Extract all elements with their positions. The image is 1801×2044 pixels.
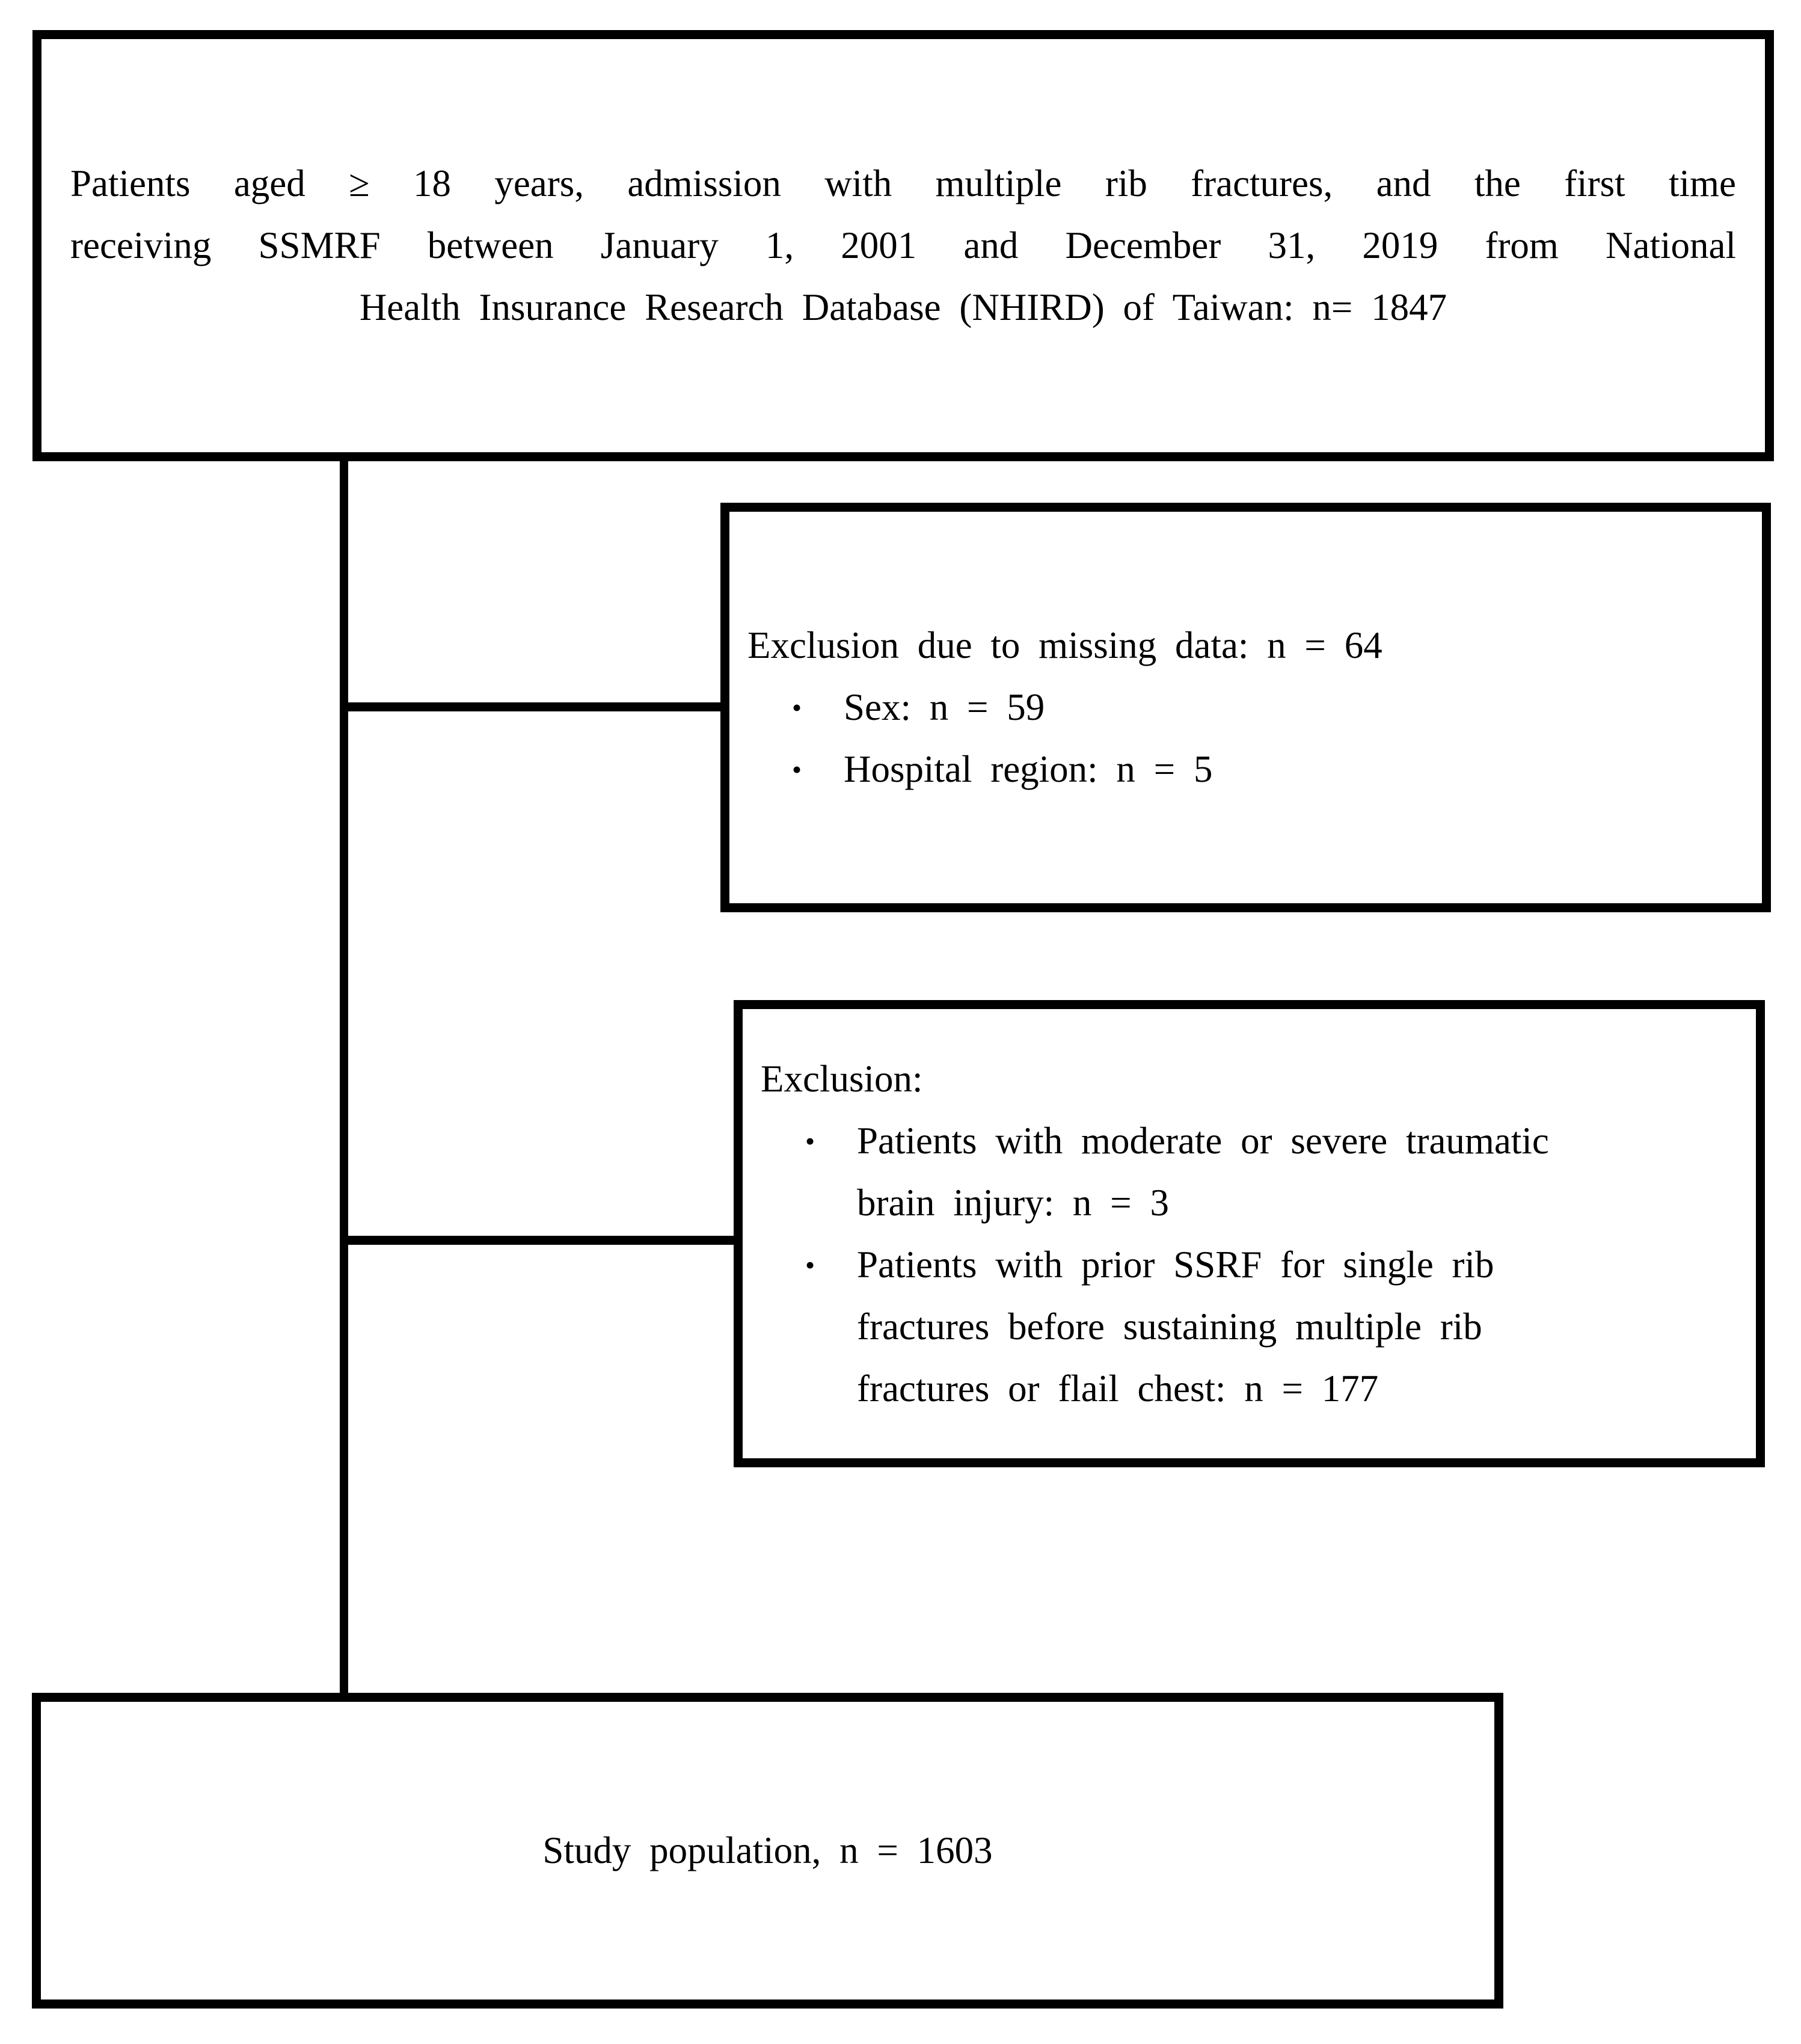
exclusion-item-text-line: fractures before sustaining multiple rib [857, 1305, 1482, 1348]
exclusion-item-text-line: Hospital region: n = 5 [844, 748, 1213, 790]
exclusion-box-clinical: Exclusion: • Patients with moderate or s… [734, 1000, 1765, 1467]
bullet-icon: • [791, 692, 802, 723]
eligibility-text-line: receiving SSMRF between January 1, 2001 … [70, 224, 1736, 266]
exclusion-item-sex: • Sex: n = 59 [747, 677, 1750, 738]
bullet-icon: • [805, 1249, 815, 1280]
connector-line-exclusion-1 [344, 702, 720, 711]
bullet-icon: • [791, 754, 802, 785]
exclusion-item-text-line: Patients with moderate or severe traumat… [857, 1119, 1549, 1162]
spine-vertical-line [340, 461, 348, 1693]
eligibility-text-line: Patients aged ≥ 18 years, admission with… [70, 162, 1736, 204]
eligibility-text-line: Health Insurance Research Database (NHIR… [359, 286, 1447, 328]
exclusion-item-text-line: Sex: n = 59 [844, 686, 1045, 728]
exclusion-item-text-line: Patients with prior SSRF for single rib [857, 1243, 1494, 1286]
exclusion-item-prior-ssrf: • Patients with prior SSRF for single ri… [761, 1234, 1744, 1420]
study-population-text: Study population, n = 1603 [542, 1829, 993, 1871]
bullet-icon: • [805, 1125, 815, 1156]
study-population-box: Study population, n = 1603 [32, 1693, 1503, 2009]
exclusion-item-text-line: fractures or flail chest: n = 177 [857, 1367, 1379, 1410]
exclusion-item-text-line: brain injury: n = 3 [857, 1181, 1169, 1224]
connector-line-exclusion-2 [344, 1236, 734, 1245]
eligibility-box: Patients aged ≥ 18 years, admission with… [32, 30, 1774, 461]
exclusion-title: Exclusion due to missing data: n = 64 [747, 624, 1382, 666]
exclusion-item-hospital-region: • Hospital region: n = 5 [747, 738, 1750, 800]
exclusion-box-missing-data: Exclusion due to missing data: n = 64 • … [720, 503, 1771, 912]
exclusion-title: Exclusion: [761, 1057, 923, 1100]
exclusion-item-brain-injury: • Patients with moderate or severe traum… [761, 1110, 1744, 1234]
